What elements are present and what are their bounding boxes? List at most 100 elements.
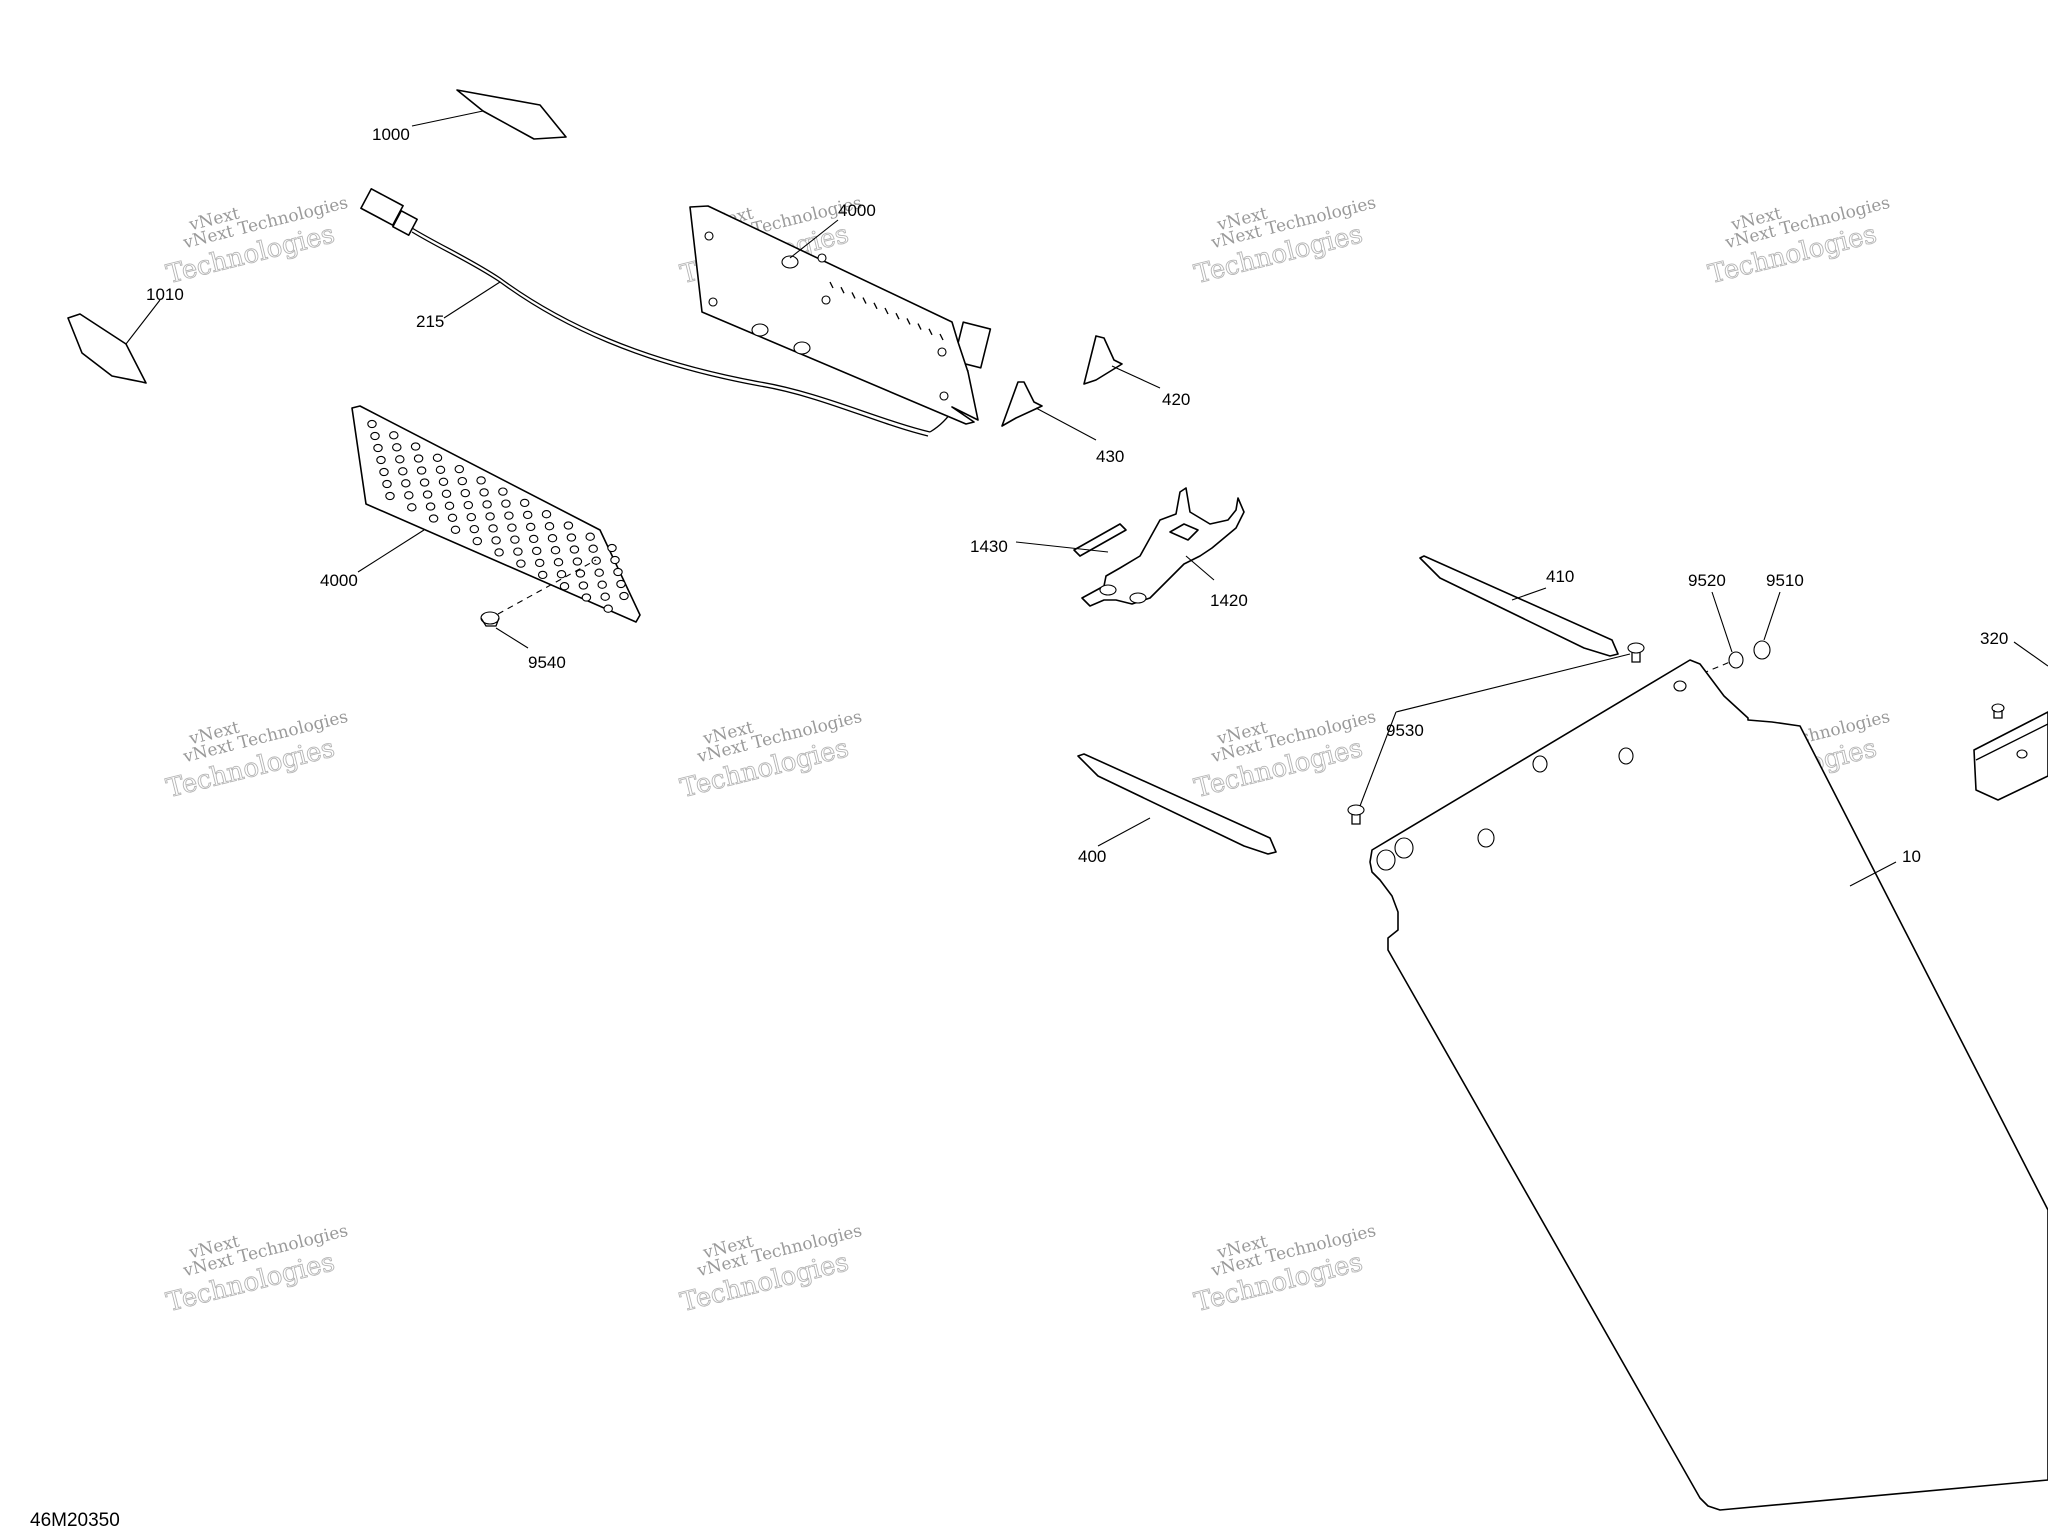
callout-430: 430 xyxy=(1096,447,1124,466)
callout-9530: 9530 xyxy=(1386,721,1424,740)
plate-stud xyxy=(607,543,617,553)
callout-1430: 1430 xyxy=(970,537,1008,556)
part-9510-nut xyxy=(1753,591,1781,660)
plate-stud xyxy=(522,510,533,520)
bracket-rib xyxy=(829,281,834,289)
plate-stud xyxy=(398,467,408,476)
plate-stud xyxy=(547,534,558,543)
bracket-rib xyxy=(917,323,922,330)
bracket-rib xyxy=(873,302,878,310)
plate-stud xyxy=(581,593,592,602)
plate-stud xyxy=(572,557,583,566)
plate-stud xyxy=(392,443,402,452)
part-430-deflector xyxy=(1001,381,1097,441)
plate-stud xyxy=(454,464,465,474)
plate-stud xyxy=(460,488,471,498)
plate-stud xyxy=(457,476,468,486)
part-9520-washer xyxy=(1711,591,1744,669)
plate-stud xyxy=(404,491,414,500)
plate-stud xyxy=(450,525,461,534)
part-1010-decal xyxy=(67,299,161,384)
drawing-number: 46M20350 xyxy=(30,1510,120,1531)
plate-stud xyxy=(482,500,492,509)
callout-9510: 9510 xyxy=(1766,571,1804,590)
plate-stud xyxy=(491,536,501,545)
plate-stud xyxy=(501,499,511,508)
plate-stud xyxy=(610,555,620,565)
plate-stud xyxy=(488,524,498,533)
plate-stud xyxy=(428,514,439,523)
bracket-rib xyxy=(851,292,856,299)
plate-stud xyxy=(585,532,595,541)
callout-9520: 9520 xyxy=(1688,571,1726,590)
plate-stud xyxy=(550,546,561,555)
plate-stud xyxy=(447,513,458,522)
bracket-ribs xyxy=(829,281,944,341)
plate-stud xyxy=(591,556,601,565)
plate-stud xyxy=(401,479,411,488)
plate-stud xyxy=(419,478,430,487)
plate-stud xyxy=(389,431,399,440)
plate-stud xyxy=(588,544,598,553)
plate-stud xyxy=(619,591,629,601)
callout-labels: 1000 1010 215 4000 420 430 4000 9540 143… xyxy=(146,125,2008,866)
plate-stud xyxy=(531,546,542,556)
part-420-deflector xyxy=(1083,335,1161,389)
plate-stud xyxy=(603,604,613,613)
plate-stud xyxy=(613,567,623,577)
part-9530-screw xyxy=(1347,642,1731,825)
plate-stud xyxy=(472,536,483,546)
plate-stud xyxy=(519,498,530,508)
bracket-rib xyxy=(928,328,933,336)
plate-stud xyxy=(504,511,514,520)
callout-1000: 1000 xyxy=(372,125,410,144)
plate-stud xyxy=(441,489,452,498)
plate-stud xyxy=(498,487,508,496)
plate-stud xyxy=(466,512,477,522)
plate-stud xyxy=(432,453,443,462)
plate-stud xyxy=(425,502,436,511)
plate-stud xyxy=(416,466,427,475)
part-410-deflector-strip xyxy=(1419,555,1619,657)
plate-stud xyxy=(600,592,610,601)
plate-stud xyxy=(594,568,604,577)
part-320-side-bracket xyxy=(1973,641,2048,801)
plate-stud xyxy=(413,454,424,463)
plate-stud xyxy=(563,521,574,530)
callout-9540: 9540 xyxy=(528,653,566,672)
plate-stud xyxy=(373,443,383,453)
part-4000-bracket-plate xyxy=(689,205,979,425)
plate-stud xyxy=(541,510,552,519)
plate-stud xyxy=(469,524,480,534)
part-1420-latch-bracket xyxy=(1081,487,1245,607)
plate-stud xyxy=(544,522,555,531)
bracket-rib xyxy=(939,333,944,341)
plate-stud xyxy=(379,467,389,477)
plate-stud xyxy=(559,582,570,591)
plate-stud xyxy=(510,535,520,544)
part-10-flap-panel xyxy=(1369,659,2048,1511)
plate-stud xyxy=(444,501,455,510)
callout-215: 215 xyxy=(416,312,444,331)
plate-stud xyxy=(507,523,517,532)
plate-stud xyxy=(569,545,580,554)
plate-stud xyxy=(528,534,539,544)
plate-studs xyxy=(367,419,629,613)
plate-stud xyxy=(367,419,377,429)
plate-stud xyxy=(476,476,486,485)
bracket-rib xyxy=(862,297,867,304)
part-1430-pin xyxy=(1015,523,1127,557)
callout-400: 400 xyxy=(1078,847,1106,866)
part-4000-studded-plate xyxy=(351,405,641,623)
plate-stud xyxy=(494,548,504,557)
plate-stud xyxy=(410,442,421,451)
callout-410: 410 xyxy=(1546,567,1574,586)
